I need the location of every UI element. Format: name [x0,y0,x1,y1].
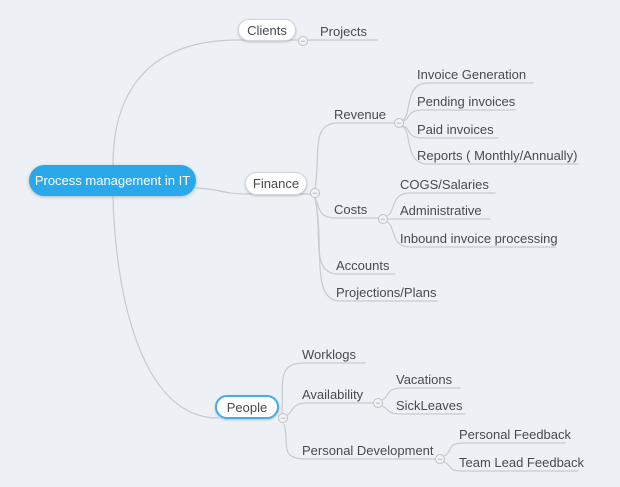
node-projections-plans[interactable]: Projections/Plans [336,285,437,300]
collapse-button-people[interactable]: − [278,413,288,423]
node-costs[interactable]: Costs [334,202,368,217]
node-people-label: People [226,399,268,415]
link-revenue-reports [402,126,579,165]
node-projects[interactable]: Projects [320,24,367,39]
node-clients[interactable]: Clients [238,19,296,41]
node-accounts[interactable]: Accounts [336,258,390,273]
link-revenue-paid-invoices [402,125,499,139]
node-availability[interactable]: Availability [302,387,364,402]
node-administrative[interactable]: Administrative [400,203,482,218]
node-personal-feedback[interactable]: Personal Feedback [459,427,572,442]
node-invoice-generation[interactable]: Invoice Generation [417,67,527,82]
node-pending-invoices[interactable]: Pending invoices [417,94,516,109]
link-people-availability [285,402,374,417]
node-people[interactable]: People [215,395,279,419]
link-root-clients [112,39,378,166]
node-finance[interactable]: Finance [245,172,307,195]
node-reports[interactable]: Reports ( Monthly/Annually) [417,148,578,163]
node-root-label: Process management in IT [34,173,191,188]
node-inbound-invoice-processing[interactable]: Inbound invoice processing [400,231,558,246]
collapse-button-availability[interactable]: − [373,398,383,408]
link-costs-inbound [386,221,556,248]
link-availability-sickleaves [381,405,466,415]
node-root[interactable]: Process management in IT [29,165,196,196]
link-finance-revenue [314,122,395,189]
node-sickleaves[interactable]: SickLeaves [396,398,463,413]
link-availability-vacations [381,387,461,401]
link-people-personal-development [283,423,436,460]
link-costs-cogs [386,192,496,217]
link-people-worklogs [281,362,366,415]
collapse-button-costs[interactable]: − [378,214,388,224]
link-root-finance [195,187,311,195]
link-finance-projections [314,197,438,302]
node-team-lead-feedback[interactable]: Team Lead Feedback [459,455,585,470]
link-pd-team-lead-feedback [443,461,579,472]
collapse-button-clients[interactable]: − [298,36,308,46]
collapse-button-personal-development[interactable]: − [435,454,445,464]
link-root-people [112,195,219,419]
node-finance-label: Finance [252,176,300,191]
node-clients-label: Clients [247,22,287,38]
link-revenue-invoice-generation [402,82,534,121]
link-pd-personal-feedback [443,442,566,457]
collapse-button-finance[interactable]: − [310,188,320,198]
link-finance-costs [314,197,379,219]
node-worklogs[interactable]: Worklogs [302,347,356,362]
node-vacations[interactable]: Vacations [396,372,453,387]
node-personal-development[interactable]: Personal Development [302,443,434,458]
node-paid-invoices[interactable]: Paid invoices [417,122,494,137]
collapse-button-revenue[interactable]: − [394,118,404,128]
node-cogs-salaries[interactable]: COGS/Salaries [400,177,489,192]
node-revenue[interactable]: Revenue [334,107,387,122]
link-revenue-pending-invoices [402,109,516,122]
